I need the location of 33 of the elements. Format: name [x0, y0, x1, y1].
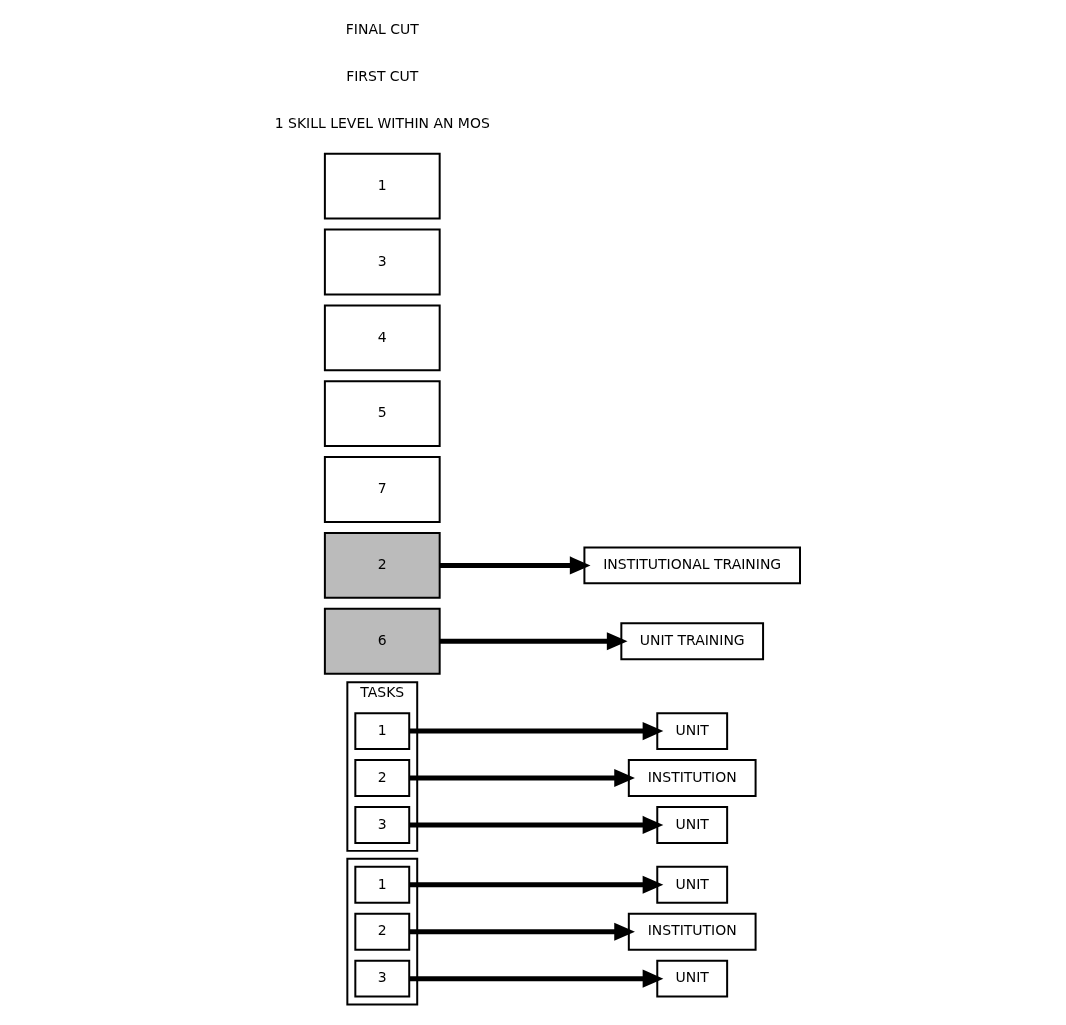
arrow — [439, 556, 591, 575]
cluster — [346, 857, 419, 1006]
node-box: INSTITUTIONAL TRAINING — [583, 546, 801, 585]
node-box: UNIT TRAINING — [620, 622, 765, 661]
node-box: 1 — [323, 152, 441, 220]
node-box: UNIT — [656, 805, 729, 844]
node-box: INSTITUTION — [627, 912, 757, 951]
node-box: 7 — [323, 456, 441, 523]
label: FIRST CUT — [346, 68, 419, 84]
node-box: 3 — [323, 228, 441, 296]
arrow — [409, 922, 635, 941]
arrow — [409, 969, 664, 988]
node-box: 2 — [323, 531, 441, 599]
node-box: 3 — [354, 805, 411, 844]
node-box: INSTITUTION — [627, 759, 757, 797]
arrow — [409, 875, 664, 894]
node-box: 1 — [354, 865, 411, 904]
node-box: 2 — [354, 759, 411, 797]
arrow — [409, 815, 664, 834]
node-box: 2 — [354, 912, 411, 951]
node-box: 5 — [323, 380, 441, 448]
arrow — [439, 632, 628, 651]
node-box: 1 — [354, 712, 411, 751]
node-box: UNIT — [656, 865, 729, 904]
arrow — [409, 768, 635, 788]
node-box: 6 — [323, 607, 441, 675]
node-box: 4 — [323, 304, 441, 372]
node-box: UNIT — [656, 712, 729, 751]
label: 1 SKILL LEVEL WITHIN AN MOS — [274, 114, 490, 131]
node-box: 3 — [354, 959, 411, 998]
label: FINAL CUT — [345, 21, 419, 38]
arrow — [409, 722, 664, 741]
node-box: UNIT — [656, 959, 729, 998]
